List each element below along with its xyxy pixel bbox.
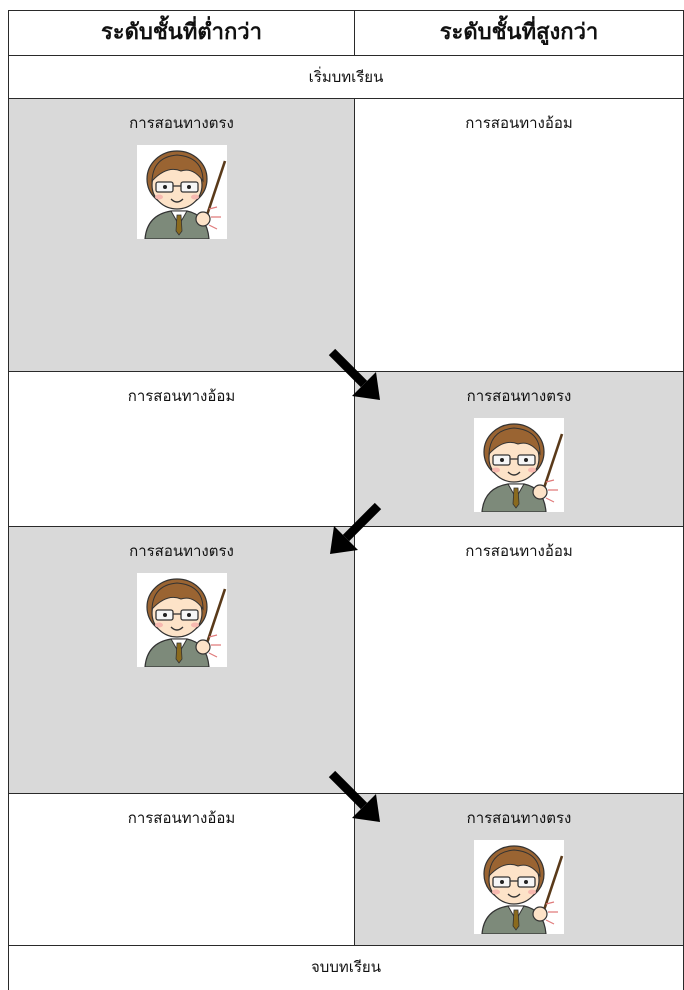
arrow-down-left-icon <box>330 502 382 554</box>
row3-right-label: การสอนทางอ้อม <box>465 542 573 560</box>
row4-left-cell: การสอนทางอ้อม <box>8 793 355 946</box>
row2-left-label: การสอนทางอ้อม <box>127 387 236 405</box>
teacher-with-pointer-icon <box>474 840 564 934</box>
header-higher-level: ระดับชั้นที่สูงกว่า <box>354 10 684 56</box>
arrow-down-right-icon <box>328 348 380 400</box>
header-higher-level-text: ระดับชั้นที่สูงกว่า <box>439 20 599 45</box>
row4-left-label: การสอนทางอ้อม <box>127 809 236 827</box>
row2-right-cell: การสอนทางตรง <box>354 371 684 527</box>
lesson-start-row: เริ่มบทเรียน <box>8 55 684 99</box>
teacher-with-pointer-icon <box>136 573 227 667</box>
row3-left-label: การสอนทางตรง <box>129 542 234 560</box>
row1-right-label: การสอนทางอ้อม <box>465 114 573 132</box>
row2-right-label: การสอนทางตรง <box>466 387 572 405</box>
row1-right-cell: การสอนทางอ้อม <box>354 98 684 372</box>
row4-right-label: การสอนทางตรง <box>466 809 572 827</box>
row4-right-cell: การสอนทางตรง <box>354 793 684 946</box>
teacher-with-pointer-icon <box>136 145 227 239</box>
teacher-with-pointer-icon <box>474 418 564 512</box>
lesson-start-text: เริ่มบทเรียน <box>308 68 384 86</box>
row3-left-cell: การสอนทางตรง <box>8 526 355 794</box>
lesson-end-row: จบบทเรียน <box>8 945 684 990</box>
row2-left-cell: การสอนทางอ้อม <box>8 371 355 527</box>
arrow-down-right-icon <box>328 770 380 822</box>
row3-right-cell: การสอนทางอ้อม <box>354 526 684 794</box>
header-lower-level-text: ระดับชั้นที่ต่ำกว่า <box>100 20 263 45</box>
header-lower-level: ระดับชั้นที่ต่ำกว่า <box>8 10 355 56</box>
row1-left-cell: การสอนทางตรง <box>8 98 355 372</box>
lesson-end-text: จบบทเรียน <box>311 958 381 976</box>
row1-left-label: การสอนทางตรง <box>129 114 234 132</box>
